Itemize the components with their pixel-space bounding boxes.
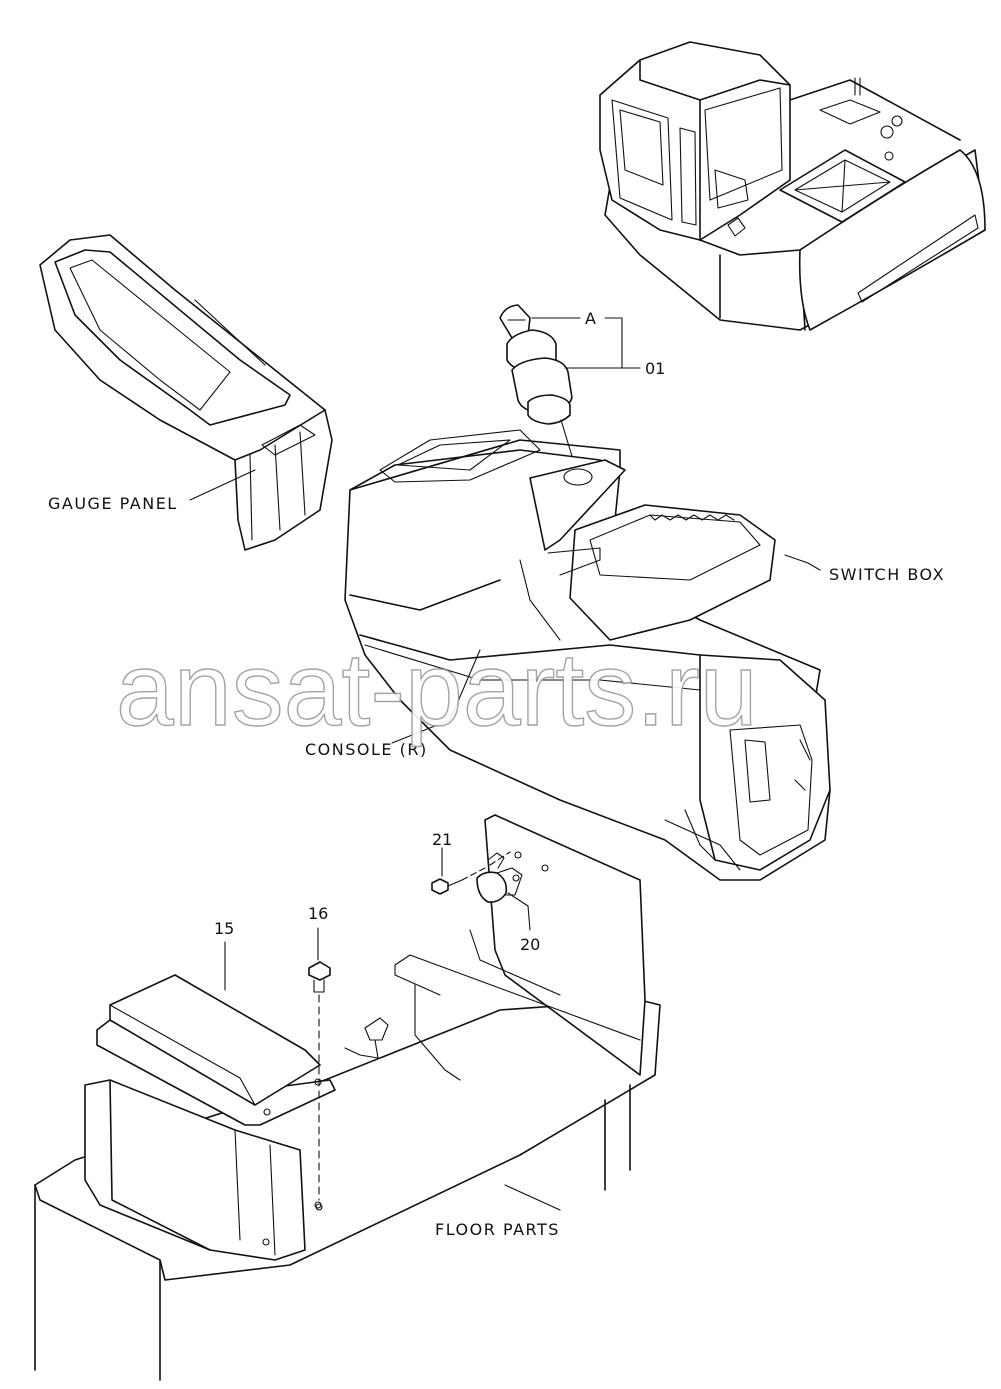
console-r-label: CONSOLE (R) xyxy=(305,740,428,759)
callout-20: 20 xyxy=(520,935,540,954)
bolt-part-16 xyxy=(308,927,331,1211)
callout-15: 15 xyxy=(214,919,234,938)
switch-box-label: SWITCH BOX xyxy=(829,565,945,584)
gauge-panel-illustration xyxy=(39,234,333,551)
excavator-overview-illustration xyxy=(599,41,986,331)
callout-16: 16 xyxy=(308,904,328,923)
callout-01: 01 xyxy=(645,359,665,378)
door-switch-part-20 xyxy=(476,852,531,931)
floor-parts-label: FLOOR PARTS xyxy=(435,1220,560,1239)
callout-21: 21 xyxy=(432,830,452,849)
key-switch-part-01 xyxy=(499,304,601,549)
floor-parts-illustration xyxy=(34,814,661,1381)
gauge-panel-label: GAUGE PANEL xyxy=(48,494,178,513)
screw-part-21 xyxy=(431,847,511,895)
leader-lines xyxy=(189,317,821,1211)
console-illustration xyxy=(344,429,831,881)
callout-a: A xyxy=(585,309,596,328)
watermark: ansat-parts.ru xyxy=(116,632,758,748)
cover-plate-part-15 xyxy=(96,941,336,1126)
